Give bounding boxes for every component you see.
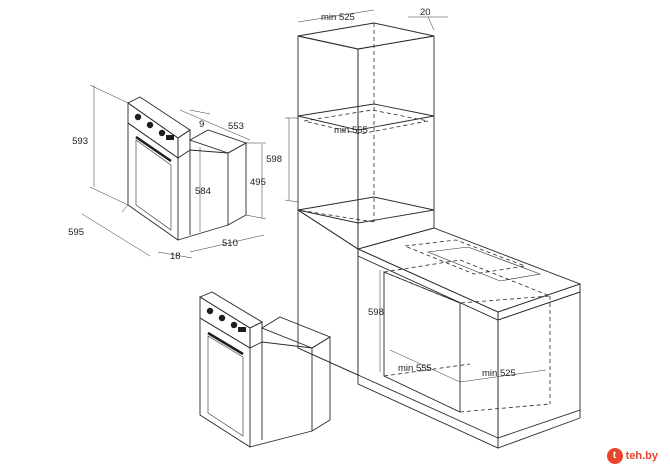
dim-593-ext-bot xyxy=(89,186,129,206)
dim-base-555-line xyxy=(389,349,461,383)
oven2-handle xyxy=(207,331,244,356)
oven2-knob-2 xyxy=(218,314,226,322)
dim-base-555-label: min 555 xyxy=(398,363,432,374)
plinth-column xyxy=(297,347,359,376)
oven2-door xyxy=(199,317,251,448)
oven1-body-edge xyxy=(189,149,229,154)
dim-18-label: 18 xyxy=(170,251,181,262)
oven1-door xyxy=(127,122,179,241)
hob-cutout-outer xyxy=(404,239,527,275)
dim-553-line xyxy=(179,109,251,141)
site-watermark: t teh.by xyxy=(604,447,664,465)
dim-584-label: 584 xyxy=(195,186,211,197)
dim-495-ext-bot xyxy=(245,214,267,220)
dim-9-label: 9 xyxy=(199,119,204,130)
dim-col-598-ext-bot xyxy=(284,199,299,203)
dim-col-525-line xyxy=(297,9,375,23)
dim-595-label: 595 xyxy=(68,227,84,238)
dim-20-label: 20 xyxy=(420,7,431,18)
niche-front xyxy=(383,271,461,413)
countertop-side xyxy=(497,283,581,321)
oven2-body-side xyxy=(311,336,331,432)
dim-593-label: 593 xyxy=(72,136,88,147)
dim-20-ext xyxy=(427,16,435,31)
column-cabinet: 20 min 525 min 555 598 xyxy=(266,7,448,250)
dim-9-line xyxy=(189,109,211,115)
oven2-body-bottom xyxy=(249,430,313,448)
niche-depth-dashed xyxy=(382,259,551,304)
dim-553-label: 553 xyxy=(228,121,244,132)
base-cabinet: 598 min 555 min 525 xyxy=(297,209,582,449)
column-upper-shelf xyxy=(297,103,435,131)
oven1-door-glass xyxy=(135,139,172,231)
oven1-handle xyxy=(135,135,172,163)
column-side xyxy=(357,35,435,250)
oven-plain xyxy=(199,291,332,448)
dim-510-line xyxy=(189,234,265,253)
niche-floor-dashed xyxy=(459,403,551,413)
hob-cutout-inner xyxy=(426,246,542,282)
column-front xyxy=(297,35,359,250)
oven1-body-side xyxy=(227,142,247,226)
oven2-body-edge xyxy=(261,341,313,349)
plinth xyxy=(357,374,499,449)
dim-510-label: 510 xyxy=(222,238,238,249)
dim-base-525-line xyxy=(459,369,547,383)
dim-col-555-label: min 555 xyxy=(334,125,368,136)
dim-base-525-label: min 525 xyxy=(482,368,516,379)
oven1-body-bottom xyxy=(177,224,229,241)
niche-floor-dashed-2 xyxy=(383,363,471,377)
dim-col-598-label: 598 xyxy=(266,154,282,165)
dim-595-ext xyxy=(121,204,129,213)
dim-18-line xyxy=(157,251,193,259)
dim-base-598-label: 598 xyxy=(368,307,384,318)
dim-595-line xyxy=(81,213,151,257)
column-upper-shelf-dashed xyxy=(303,109,429,135)
oven2-knob-3 xyxy=(230,321,238,329)
oven1-knob-1 xyxy=(134,113,142,121)
column-top xyxy=(297,22,435,50)
oven2-panel-side xyxy=(249,321,263,349)
oven2-display xyxy=(238,327,246,332)
oven1-panel-side xyxy=(177,129,191,159)
column-lower-shelf xyxy=(297,196,435,224)
oven2-knob-1 xyxy=(206,307,214,315)
watermark-text: teh.by xyxy=(625,450,658,462)
plinth-side xyxy=(497,417,581,449)
dim-495-label: 495 xyxy=(250,177,266,188)
oven1-display xyxy=(166,135,174,140)
oven2-door-glass xyxy=(207,335,244,437)
column-base-front xyxy=(297,209,359,376)
oven-dimensioned: 593 595 9 553 584 495 510 18 xyxy=(68,84,267,262)
oven1-body-top xyxy=(188,129,248,154)
oven1-knob-3 xyxy=(158,129,166,137)
oven1-knob-2 xyxy=(146,121,154,129)
dim-col-525-label: min 525 xyxy=(321,12,355,23)
base-side xyxy=(497,291,581,439)
dim-593-ext-top xyxy=(89,84,129,104)
watermark-logo-icon: t xyxy=(606,448,623,464)
column-hidden-2 xyxy=(297,209,375,223)
